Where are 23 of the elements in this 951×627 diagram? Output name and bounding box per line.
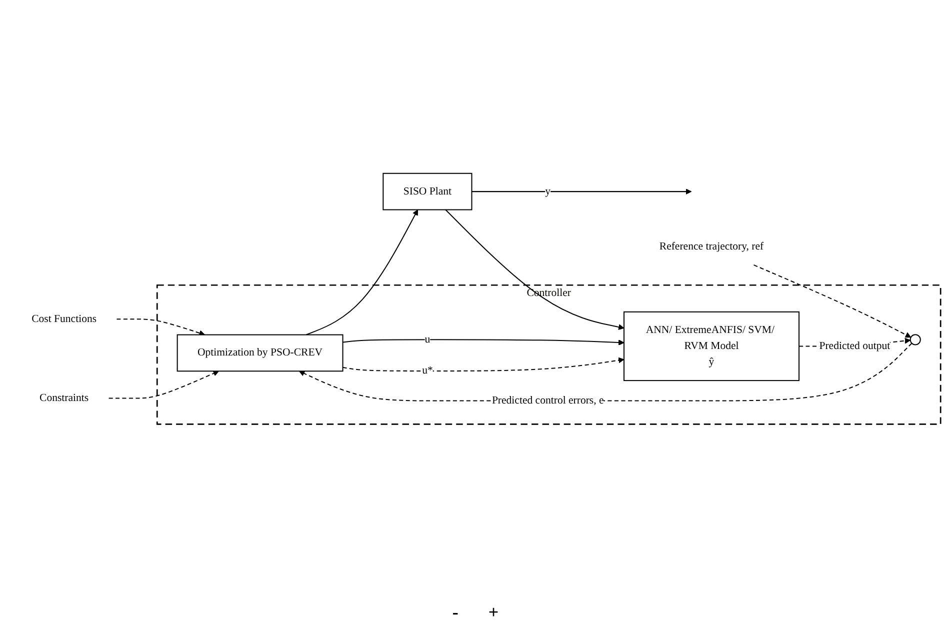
arrow: [753, 264, 911, 338]
node-text: Constraints: [39, 392, 88, 404]
edge-label: u: [424, 334, 430, 346]
arrow: [444, 210, 624, 330]
node-box: Optimization by PSO-CREV: [176, 334, 343, 372]
node-box: ANN/ ExtremeANFIS/ SVM/ RVM Model ŷ: [622, 312, 800, 382]
node-box: SISO Plant: [382, 173, 472, 210]
node-circle: [909, 334, 920, 346]
arrow: [306, 210, 418, 336]
arrow: [471, 188, 692, 195]
node-text: Reference trajectory, ref: [658, 240, 764, 252]
arrow: [342, 358, 624, 372]
edge-label: Predicted control errors, e: [491, 394, 604, 406]
arrow: [298, 343, 912, 402]
arrow: [342, 339, 624, 346]
edge-label: u*: [422, 365, 432, 377]
edge-label: Predicted output: [818, 340, 890, 352]
arrow: [116, 318, 205, 336]
arrow: [108, 370, 218, 399]
sign-label: +: [488, 602, 499, 623]
node-text: Cost Functions: [31, 313, 96, 325]
edge-label: y: [544, 186, 550, 198]
sign-label: -: [452, 602, 458, 623]
